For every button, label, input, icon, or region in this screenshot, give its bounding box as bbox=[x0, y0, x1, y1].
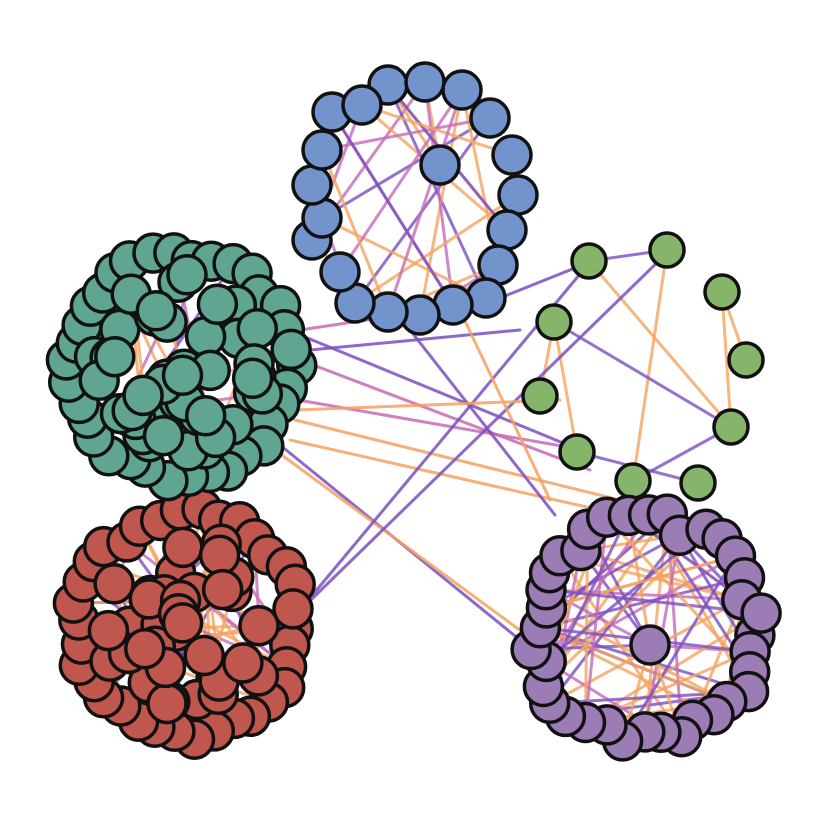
node-red bbox=[124, 627, 166, 670]
node-purple bbox=[740, 592, 782, 634]
edge-blue bbox=[320, 148, 390, 314]
node-green bbox=[727, 341, 765, 379]
node-teal bbox=[142, 414, 185, 457]
edge-blue bbox=[320, 216, 488, 300]
edge-inter bbox=[453, 298, 552, 502]
node-red bbox=[238, 604, 280, 647]
node-teal bbox=[196, 283, 239, 326]
node-teal bbox=[135, 290, 178, 332]
node-red bbox=[93, 563, 135, 605]
edge-inter bbox=[298, 333, 582, 452]
edge-blue bbox=[330, 110, 455, 307]
node-green bbox=[679, 464, 717, 502]
edge-blue bbox=[423, 80, 455, 307]
node-red bbox=[87, 609, 130, 652]
edge-green bbox=[552, 320, 733, 429]
edge-purple bbox=[605, 515, 752, 674]
node-blue bbox=[491, 134, 533, 176]
node-teal bbox=[270, 328, 312, 371]
node-blue bbox=[419, 144, 461, 186]
node-red bbox=[272, 588, 314, 630]
node-purple bbox=[629, 624, 671, 666]
node-blue bbox=[341, 84, 383, 126]
edge-inter bbox=[408, 328, 557, 517]
node-teal bbox=[184, 395, 227, 437]
node-green bbox=[648, 231, 686, 269]
node-teal bbox=[231, 357, 274, 400]
edge-green bbox=[587, 259, 733, 429]
node-red bbox=[201, 568, 244, 611]
node-red bbox=[146, 682, 188, 725]
edge-inter bbox=[278, 248, 672, 632]
node-red bbox=[222, 642, 264, 684]
edge-blue bbox=[386, 88, 464, 314]
node-teal bbox=[94, 335, 136, 378]
edge-inter bbox=[288, 438, 602, 512]
node-blue bbox=[497, 174, 539, 216]
edge-blue bbox=[353, 193, 520, 305]
node-teal bbox=[161, 354, 204, 397]
edge-green bbox=[552, 320, 579, 454]
node-blue bbox=[319, 251, 361, 293]
edge-blue bbox=[360, 103, 514, 157]
edge-blue bbox=[320, 116, 492, 220]
edge-blue bbox=[320, 116, 492, 152]
edge-green bbox=[631, 248, 669, 483]
node-green bbox=[558, 433, 596, 471]
edge-inter bbox=[293, 418, 642, 507]
edge-purple bbox=[621, 554, 737, 743]
edge-green bbox=[720, 290, 733, 429]
edge-inter bbox=[273, 448, 542, 647]
node-green bbox=[614, 462, 652, 500]
node-teal bbox=[122, 374, 164, 417]
node-green bbox=[712, 408, 750, 446]
edge-purple bbox=[544, 533, 681, 610]
node-blue bbox=[301, 129, 343, 171]
node-green bbox=[521, 377, 559, 415]
nodes-layer bbox=[45, 61, 782, 762]
node-teal bbox=[236, 307, 279, 350]
node-red bbox=[162, 526, 204, 569]
node-green bbox=[703, 273, 741, 311]
node-blue bbox=[469, 97, 511, 139]
edge-inter bbox=[293, 398, 562, 412]
node-teal bbox=[166, 254, 208, 296]
node-blue bbox=[486, 209, 528, 251]
edge-purple bbox=[584, 515, 609, 724]
node-blue bbox=[404, 61, 446, 103]
node-red bbox=[183, 634, 225, 677]
node-red bbox=[161, 602, 204, 644]
node-red bbox=[198, 534, 241, 576]
edge-inter bbox=[308, 328, 522, 352]
node-blue bbox=[291, 164, 333, 206]
node-green bbox=[570, 242, 608, 280]
node-green bbox=[535, 303, 573, 341]
edge-inter bbox=[298, 358, 592, 472]
node-blue bbox=[441, 69, 483, 111]
edge-purple bbox=[544, 554, 737, 610]
